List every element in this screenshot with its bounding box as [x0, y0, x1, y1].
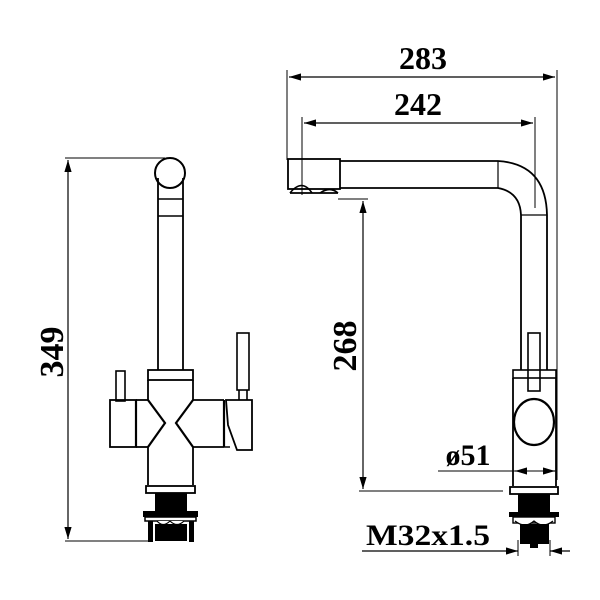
reach-283-dimension: 283 — [286, 40, 558, 480]
height-268-dimension: 268 — [327, 198, 503, 492]
mixer-body-profile — [512, 332, 557, 486]
dimension-label-349: 349 — [34, 327, 71, 378]
dimension-label-283: 283 — [399, 40, 447, 76]
reach-242-dimension: 242 — [301, 86, 536, 208]
mounting-base-left — [143, 485, 198, 542]
thread-dimension: M32x1.5 — [362, 519, 570, 556]
mixer-body — [109, 332, 253, 485]
dimension-label-diameter: ø51 — [446, 439, 491, 472]
handle-profile — [527, 332, 541, 392]
dimension-label-268: 268 — [327, 321, 364, 372]
profile-view: 283 242 — [286, 40, 570, 556]
right-handle — [236, 332, 250, 391]
side-view: 349 — [34, 157, 253, 542]
height-349-dimension: 349 — [34, 157, 165, 542]
dimension-label-thread: M32x1.5 — [366, 519, 490, 552]
spout-profile — [287, 158, 548, 370]
diameter-51-dimension: ø51 — [438, 439, 556, 475]
mounting-base-right — [509, 486, 559, 548]
left-handle — [115, 370, 126, 402]
dimension-label-242: 242 — [394, 86, 442, 122]
spout — [154, 157, 186, 370]
